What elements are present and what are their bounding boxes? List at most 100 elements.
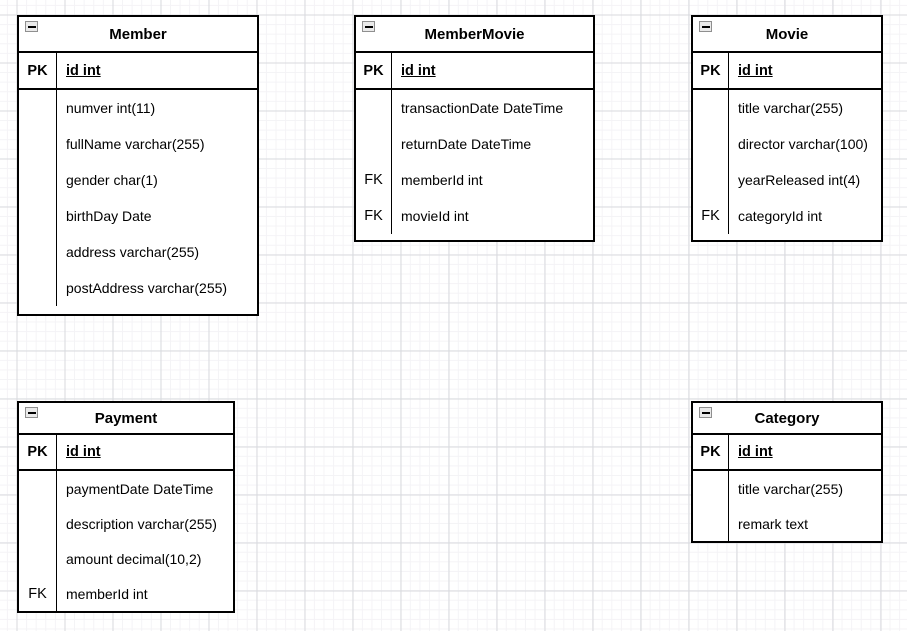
key-badge <box>19 506 57 541</box>
table-title-bar[interactable]: Category <box>693 403 881 435</box>
field-label: title varchar(255) <box>738 480 844 497</box>
key-badge <box>693 90 729 126</box>
pk-badge: PK <box>19 53 57 88</box>
table-title-bar[interactable]: MemberMovie <box>356 17 593 53</box>
entity-table-payment[interactable]: Payment PK id int paymentDate DateTime d… <box>17 401 235 613</box>
field-label: numver int(11) <box>66 100 156 116</box>
pk-field: id int <box>738 444 773 460</box>
minus-glyph <box>701 411 710 414</box>
fk-badge: FK <box>356 198 392 234</box>
table-row[interactable]: numver int(11) <box>19 90 257 126</box>
pk-field: id int <box>66 62 101 79</box>
table-title-bar[interactable]: Member <box>19 17 257 53</box>
minus-glyph <box>27 25 36 28</box>
table-row[interactable]: remark text <box>693 506 881 541</box>
entity-table-movie[interactable]: Movie PK id int title varchar(255) direc… <box>691 15 883 242</box>
pk-badge: PK <box>356 53 392 88</box>
field-label: memberId int <box>66 585 148 602</box>
field-label: memberId int <box>401 172 483 188</box>
table-row[interactable]: FK memberId int <box>356 162 593 198</box>
fk-badge: FK <box>19 576 57 611</box>
key-badge <box>19 90 57 126</box>
table-row-pk[interactable]: PK id int <box>693 435 881 471</box>
key-badge <box>356 90 392 126</box>
table-row[interactable]: FK movieId int <box>356 198 593 234</box>
key-badge <box>19 162 57 198</box>
field-label: title varchar(255) <box>738 100 844 116</box>
field-label: paymentDate DateTime <box>66 480 214 497</box>
table-title: MemberMovie <box>424 25 525 43</box>
pk-badge: PK <box>19 435 57 469</box>
table-row-pk[interactable]: PK id int <box>693 53 881 90</box>
table-row[interactable]: director varchar(100) <box>693 126 881 162</box>
table-row[interactable]: transactionDate DateTime <box>356 90 593 126</box>
field-label: gender char(1) <box>66 172 158 188</box>
fk-badge: FK <box>693 198 729 234</box>
table-row[interactable]: gender char(1) <box>19 162 257 198</box>
key-badge <box>19 471 57 506</box>
table-row[interactable]: title varchar(255) <box>693 471 881 506</box>
minus-glyph <box>701 25 710 28</box>
field-label: transactionDate DateTime <box>401 100 564 116</box>
collapse-minus-icon[interactable] <box>25 407 38 418</box>
table-row[interactable]: FK categoryId int <box>693 198 881 234</box>
key-badge <box>19 541 57 576</box>
pk-field: id int <box>738 62 773 79</box>
fk-badge: FK <box>356 162 392 198</box>
collapse-minus-icon[interactable] <box>699 21 712 32</box>
collapse-minus-icon[interactable] <box>25 21 38 32</box>
entity-table-membermovie[interactable]: MemberMovie PK id int transactionDate Da… <box>354 15 595 242</box>
field-label: returnDate DateTime <box>401 136 532 152</box>
table-row[interactable]: amount decimal(10,2) <box>19 541 233 576</box>
key-badge <box>693 126 729 162</box>
table-row[interactable]: title varchar(255) <box>693 90 881 126</box>
table-row-pk[interactable]: PK id int <box>19 53 257 90</box>
key-badge <box>693 162 729 198</box>
pk-field: id int <box>401 62 436 79</box>
table-row[interactable]: address varchar(255) <box>19 234 257 270</box>
field-label: postAddress varchar(255) <box>66 280 228 296</box>
field-label: address varchar(255) <box>66 244 200 260</box>
table-title-bar[interactable]: Movie <box>693 17 881 53</box>
key-badge <box>356 126 392 162</box>
field-label: director varchar(100) <box>738 136 868 152</box>
field-label: movieId int <box>401 208 469 224</box>
field-label: fullName varchar(255) <box>66 136 205 152</box>
table-row[interactable]: birthDay Date <box>19 198 257 234</box>
table-row-pk[interactable]: PK id int <box>19 435 233 471</box>
table-title: Category <box>754 409 820 427</box>
minus-glyph <box>364 25 373 28</box>
collapse-minus-icon[interactable] <box>699 407 712 418</box>
field-label: amount decimal(10,2) <box>66 550 202 567</box>
collapse-minus-icon[interactable] <box>362 21 375 32</box>
field-label: birthDay Date <box>66 208 152 224</box>
field-label: description varchar(255) <box>66 515 217 532</box>
key-badge <box>19 198 57 234</box>
key-badge <box>19 270 57 306</box>
table-title: Payment <box>94 409 158 427</box>
table-row[interactable]: fullName varchar(255) <box>19 126 257 162</box>
key-badge <box>693 471 729 506</box>
pk-badge: PK <box>693 53 729 88</box>
field-label: remark text <box>738 515 809 532</box>
table-title-bar[interactable]: Payment <box>19 403 233 435</box>
entity-table-member[interactable]: Member PK id int numver int(11) fullName… <box>17 15 259 316</box>
key-badge <box>19 126 57 162</box>
key-badge <box>19 234 57 270</box>
table-row-pk[interactable]: PK id int <box>356 53 593 90</box>
minus-glyph <box>27 411 36 414</box>
field-label: yearReleased int(4) <box>738 172 861 188</box>
table-row[interactable]: FK memberId int <box>19 576 233 611</box>
table-row[interactable]: paymentDate DateTime <box>19 471 233 506</box>
table-row[interactable]: returnDate DateTime <box>356 126 593 162</box>
table-title: Member <box>109 25 167 43</box>
table-row[interactable]: postAddress varchar(255) <box>19 270 257 306</box>
entity-table-category[interactable]: Category PK id int title varchar(255) re… <box>691 401 883 543</box>
key-badge <box>693 506 729 541</box>
table-row[interactable]: description varchar(255) <box>19 506 233 541</box>
pk-field: id int <box>66 444 101 460</box>
table-title: Movie <box>765 25 809 43</box>
table-row[interactable]: yearReleased int(4) <box>693 162 881 198</box>
pk-badge: PK <box>693 435 729 469</box>
